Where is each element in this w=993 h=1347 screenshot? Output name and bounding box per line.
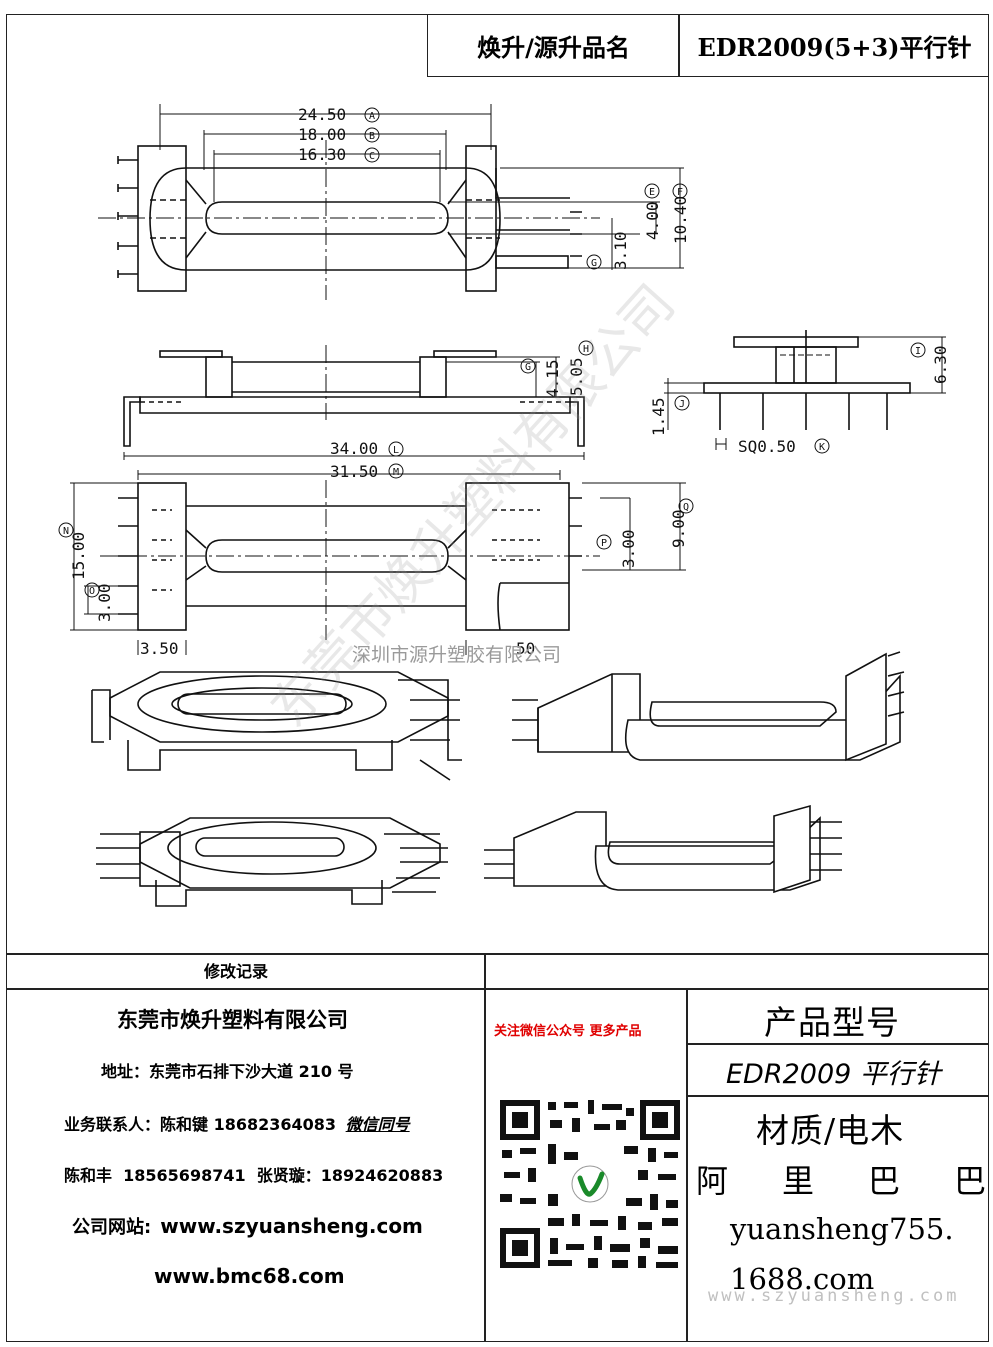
company-address: 地址：东莞市石排下沙大道 210 号: [101, 1062, 354, 1081]
wechat-label: 关注微信公众号 更多产品: [494, 1024, 642, 1039]
ali-char-2: 里: [781, 1162, 814, 1200]
dim-p: 3.50: [140, 639, 179, 658]
dim-b: 18.00: [298, 125, 346, 144]
label-g2: G: [525, 362, 531, 373]
dim-m: 31.50: [330, 462, 378, 481]
dim-g2: 4.15: [543, 359, 562, 398]
label-f: F: [677, 187, 683, 198]
qr-code[interactable]: [498, 1098, 682, 1270]
contact-1-note: 微信同号: [345, 1115, 410, 1134]
dim-i: 6.30: [931, 345, 950, 384]
iso-view-3: [96, 817, 448, 907]
bottom-view: [70, 480, 686, 655]
dim-g-top: 3.10: [611, 231, 630, 270]
alibaba-url-1[interactable]: yuansheng755.: [730, 1212, 954, 1246]
label-l: L: [393, 445, 399, 456]
label-n: N: [63, 526, 69, 537]
dim-o: 3.00: [95, 583, 114, 622]
ali-char-1: 阿: [696, 1162, 729, 1200]
dim-a: 24.50: [298, 105, 346, 124]
label-q: Q: [683, 502, 689, 513]
dim-e: 4.00: [643, 201, 662, 240]
dim-l: 34.00: [330, 439, 378, 458]
model-label: 产品型号: [764, 1003, 900, 1042]
label-k: K: [819, 442, 825, 453]
dim-h: 5.05: [567, 357, 586, 396]
product-name-value: EDR2009(5+3)平行针: [697, 32, 972, 62]
front-view: [123, 345, 585, 480]
website-label: 公司网站:: [72, 1217, 152, 1238]
watermark-center: 深圳市源升塑胶有限公司: [352, 644, 562, 666]
dim-q: 9.00: [669, 509, 688, 548]
watermark-site: www.szyuansheng.com: [708, 1286, 960, 1306]
website-link-2[interactable]: www.bmc68.com: [154, 1264, 345, 1288]
label-e: E: [649, 187, 655, 198]
top-view: [98, 104, 684, 300]
dim-p-right: 50: [516, 639, 535, 658]
ali-char-3: 巴: [867, 1162, 900, 1200]
website-link[interactable]: www.szyuansheng.com: [160, 1214, 423, 1238]
label-i: I: [915, 346, 921, 357]
title-block: [427, 14, 989, 77]
revision-label: 修改记录: [204, 962, 269, 981]
dim-k: SQ0.50: [738, 437, 796, 456]
website-line: 公司网站: www.szyuansheng.com: [72, 1213, 423, 1239]
dim-f: 10.40: [671, 196, 690, 244]
iso-view-1: [91, 671, 462, 781]
iso-view-4: [484, 804, 842, 894]
dim-c: 16.30: [298, 145, 346, 164]
label-g: G: [591, 258, 597, 269]
side-view: [664, 330, 946, 450]
alibaba-text: 阿 里 巴 巴: [696, 1156, 986, 1202]
label-b: B: [369, 131, 375, 142]
ali-char-4: 巴: [953, 1162, 986, 1200]
company-name: 东莞市焕升塑料有限公司: [117, 1008, 348, 1032]
label-p: P: [601, 538, 607, 549]
contact-line-1: 业务联系人：陈和键 18682364083 微信同号: [64, 1111, 410, 1135]
label-o: O: [89, 586, 95, 597]
technical-drawing: 24.50 18.00 16.30 34.00 31.50 3.50 50 SQ…: [58, 104, 950, 907]
contact-line-2: 陈和丰 18565698741 张贤璇：18924620883: [64, 1166, 444, 1185]
alibaba-url-2[interactable]: 1688.com: [730, 1262, 875, 1296]
dim-n: 15.00: [69, 532, 88, 580]
label-m: M: [393, 467, 399, 478]
label-c: C: [369, 151, 375, 162]
dim-r: 3.00: [619, 529, 638, 568]
drawing-frame: [6, 14, 989, 1342]
model-value: EDR2009 平行针: [726, 1059, 941, 1090]
label-j: J: [679, 399, 685, 410]
product-name-label: 焕升/源升品名: [477, 33, 630, 62]
dim-j: 1.45: [649, 397, 668, 436]
label-a: A: [369, 111, 375, 122]
iso-view-2: [512, 651, 905, 762]
contact-1: 业务联系人：陈和键 18682364083: [64, 1115, 337, 1134]
material-value: 材质/电木: [756, 1111, 905, 1150]
label-h: H: [583, 344, 589, 355]
